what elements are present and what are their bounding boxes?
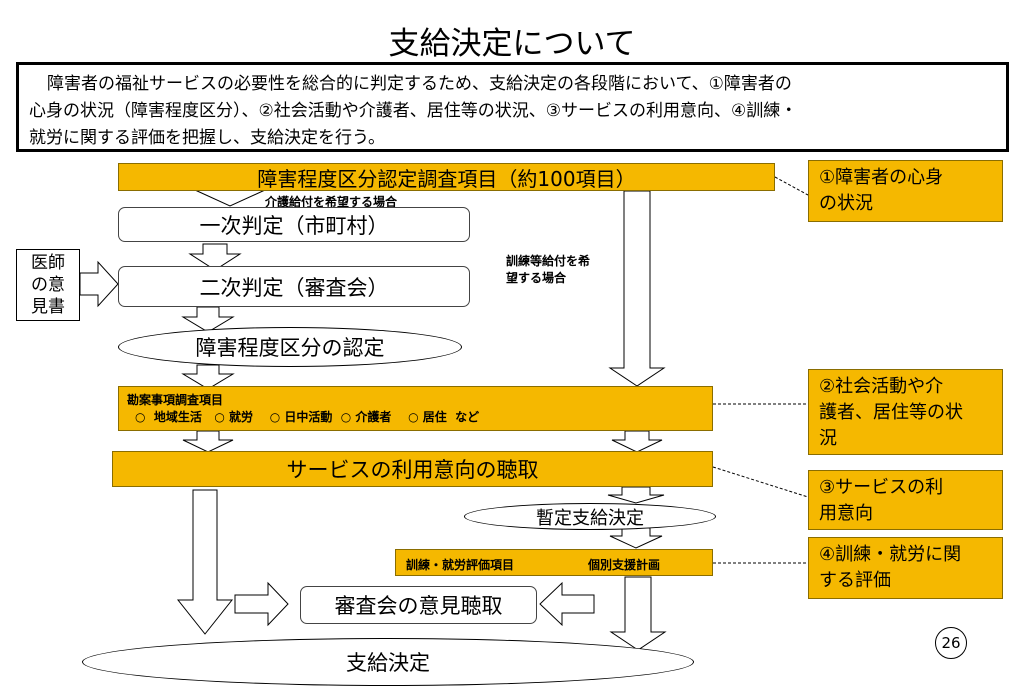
summary-line: 障害者の福祉サービスの必要性を総合的に判定するため、支給決定の各段階において、①…	[47, 74, 792, 94]
down-arrow	[609, 527, 663, 549]
care-benefit-label: 介護給付を希望する場合	[265, 195, 398, 209]
page-title: 支給決定について	[388, 26, 636, 62]
down-arrow	[176, 489, 234, 635]
summary-line: 心身の状況（障害程度区分）、②社会活動や介護者、居住等の状況、③サービスの利用意…	[29, 101, 798, 121]
summary-line: 就労に関する評価を把握し、支給決定を行う。	[29, 128, 385, 148]
side-note-3: ③サービスの利 用意向	[808, 470, 1003, 530]
down-arrow	[181, 364, 235, 390]
board-opinion-box: 審査会の意見聴取	[300, 586, 537, 624]
doctor-opinion-box: 医師 の意 見書	[16, 249, 80, 321]
summary-box: 障害者の福祉サービスの必要性を総合的に判定するため、支給決定の各段階において、①…	[16, 62, 1009, 152]
certification-ellipse: 障害程度区分の認定	[118, 327, 462, 367]
side-note-4: ④訓練・就労に関 する評価	[808, 537, 1003, 599]
provisional-decision-ellipse: 暫定支給決定	[464, 503, 716, 530]
service-intent-bar: サービスの利用意向の聴取	[112, 451, 713, 487]
secondary-judgement: 二次判定（審査会）	[118, 266, 470, 307]
right-arrow	[79, 260, 119, 308]
side-note-1: ①障害者の心身 の状況	[808, 160, 1003, 222]
right-arrow	[234, 581, 289, 627]
final-decision-ellipse: 支給決定	[82, 638, 694, 686]
down-arrow	[182, 430, 234, 453]
down-arrow	[608, 190, 666, 387]
training-benefit-label: 訓練等給付を希 望する場合	[506, 254, 591, 285]
survey-items-bar: 障害程度区分認定調査項目（約100項目）	[118, 163, 775, 191]
left-arrow	[539, 581, 595, 627]
side-note-2: ②社会活動や介 護者、居住等の状 況	[808, 369, 1003, 455]
down-arrow	[188, 243, 242, 271]
factors-bar: 勘案事項調査項目 ○ 地域生活 ○ 就労 ○ 日中活動 ○ 介護者 ○ 居住 な…	[118, 386, 713, 431]
evaluation-bar: 訓練・就労評価項目 個別支援計画	[395, 549, 713, 576]
down-arrow	[609, 576, 667, 651]
down-arrow	[181, 306, 235, 333]
connector	[774, 176, 809, 196]
primary-judgement: 一次判定（市町村）	[118, 207, 470, 242]
page-number: 26	[935, 627, 967, 659]
down-arrow	[611, 430, 663, 453]
connector	[712, 466, 809, 498]
down-arrow	[607, 486, 665, 504]
